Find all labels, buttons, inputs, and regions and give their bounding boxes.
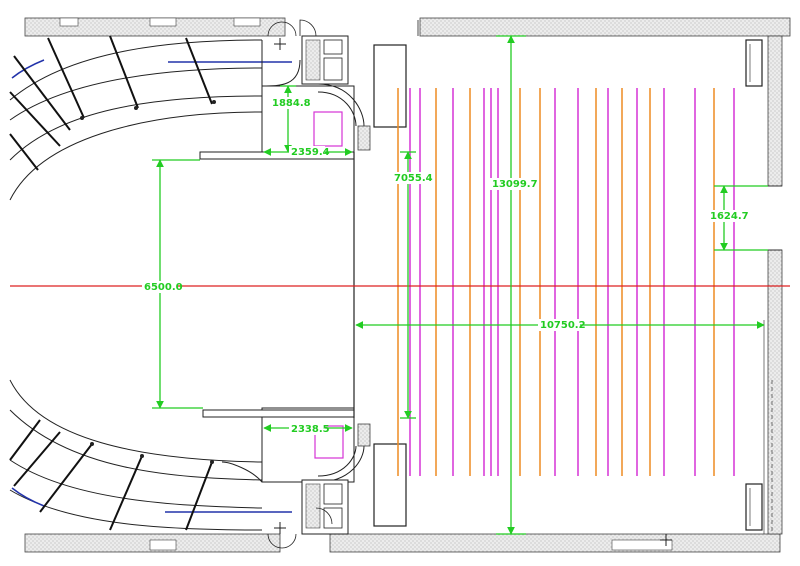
fly-battens	[397, 88, 735, 476]
dimension-labels: 1884.8 2359.4 7055.4 13099.7 1624.7 6500…	[142, 97, 749, 435]
right-wall-upper	[767, 35, 783, 187]
lower-wing-box	[373, 443, 407, 527]
right-wall-lower	[767, 249, 783, 535]
stage-edges	[417, 20, 782, 534]
bottom-door-icon	[660, 534, 672, 546]
upper-door-swing	[299, 19, 317, 37]
lower-door-swing	[315, 507, 333, 525]
rail-blue-upper-left	[11, 59, 45, 79]
seating-lower	[9, 379, 292, 531]
dimension-lines	[152, 35, 768, 535]
lower-side-room	[261, 407, 355, 483]
outer-walls	[24, 17, 791, 553]
right-upper-wing-box	[745, 39, 763, 87]
bottom-wall-right	[329, 533, 781, 553]
upper-magenta-box	[313, 111, 343, 147]
dim-label-right-height: 1624.7	[710, 211, 749, 222]
dim-label-stage-width: 10750.2	[540, 320, 586, 331]
stair-icon	[267, 522, 297, 549]
dim-label-stage-depth: 13099.7	[492, 179, 538, 190]
top-wall-notch-2	[149, 17, 177, 27]
dim-label-upper-gap: 1884.8	[272, 98, 311, 109]
wings	[373, 39, 763, 531]
lower-column	[357, 423, 371, 447]
lower-apron-edge	[202, 409, 355, 418]
top-wall-right	[419, 17, 791, 37]
upper-wing-box	[373, 44, 407, 128]
seating-upper	[9, 35, 292, 201]
dim-label-opening-width: 6500.0	[144, 282, 183, 293]
bottom-wall-notch-2	[611, 539, 673, 551]
bottom-wall-notch-1	[149, 539, 177, 551]
dim-label-lower-width: 2338.5	[291, 424, 330, 435]
door-stair-details	[267, 19, 672, 549]
right-lower-wing-box	[745, 483, 763, 531]
rail-blue-lower-left	[11, 487, 45, 507]
top-wall-notch-1	[59, 17, 79, 27]
top-wall-notch-3	[233, 17, 261, 27]
dim-label-upper-width: 2359.4	[291, 147, 330, 158]
upper-column	[357, 125, 371, 151]
upper-apron-edge	[199, 151, 355, 160]
dim-label-left-height: 7055.4	[394, 173, 433, 184]
door-icon	[267, 21, 297, 50]
